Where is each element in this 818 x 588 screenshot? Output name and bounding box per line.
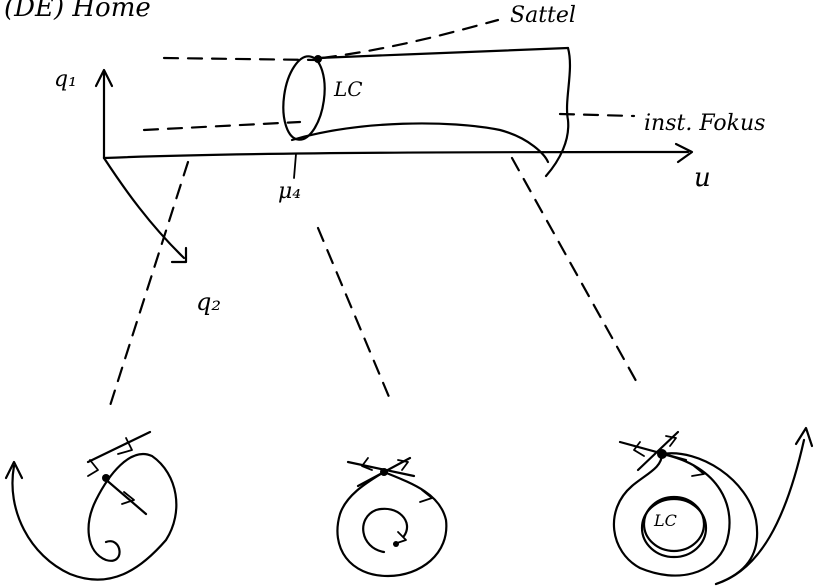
left-spiral: [11, 453, 178, 581]
left-unstable-manifold: [102, 476, 148, 516]
right-saddle-point: [657, 449, 667, 459]
right-arrow-2: [665, 435, 677, 447]
saddle-label: Sattel: [510, 3, 576, 28]
right-outer-arrowhead: [794, 426, 814, 448]
mid-arrow-2: [397, 459, 409, 471]
saddle-leader-dashed: [320, 18, 500, 60]
mid-arrow-1: [361, 457, 373, 471]
phase-portrait-middle: [336, 456, 448, 578]
left-arrow-in-2: [87, 459, 99, 477]
phase-portrait-right: [612, 426, 814, 586]
tube-top-edge: [316, 46, 570, 60]
projection-lines: [106, 156, 642, 414]
limit-cycle-tube: [282, 46, 572, 178]
phase-portrait-left: [4, 430, 178, 581]
mid-focus-point: [393, 541, 399, 547]
left-stable-manifold: [86, 430, 152, 464]
left-arrow-in-1: [117, 437, 133, 455]
focus-leader-dashed: [558, 112, 636, 118]
projection-middle: [316, 226, 394, 406]
right-outer-spiral: [714, 438, 806, 586]
u-axis-arrowhead: [674, 142, 694, 164]
right-limit-cycle-shadow: [640, 497, 708, 559]
left-arrow-out: [121, 491, 135, 505]
tube-end-edge: [544, 46, 572, 178]
mid-orbit: [336, 470, 448, 578]
q2-axis: [102, 156, 186, 260]
q2-axis-arrowhead: [170, 246, 188, 264]
lc-ellipse: [282, 55, 326, 141]
u-label: u: [694, 163, 711, 193]
mid-saddle-point: [380, 468, 388, 476]
q1-label: q₁: [54, 67, 77, 92]
mu-tick: [293, 153, 297, 179]
tube-bottom-edge: [290, 122, 550, 164]
focus-branch-dashed: [142, 120, 302, 132]
q2-label: q₂: [196, 288, 221, 316]
projection-right: [510, 156, 642, 390]
q1-axis-arrowhead: [94, 68, 114, 88]
lc-label-bottom: LC: [653, 511, 677, 530]
header-text: (DE) Home: [4, 0, 151, 23]
right-arrow-3: [691, 465, 705, 477]
right-arrow-1: [633, 441, 645, 457]
mid-stable-manifold: [346, 460, 416, 478]
mid-arrow-3: [419, 489, 433, 503]
dashed-branches: [142, 18, 636, 132]
left-spiral-arrowhead: [4, 460, 24, 480]
mu-label: μ₄: [278, 179, 301, 204]
u-axis: [102, 150, 690, 160]
fokus-label: inst. Fokus: [644, 111, 765, 136]
axes: [94, 68, 694, 264]
mid-inner-spiral: [362, 507, 409, 554]
saddle-branch-dashed: [162, 56, 320, 62]
projection-left: [106, 160, 190, 414]
right-limit-cycle: [642, 495, 706, 553]
left-saddle-point: [102, 474, 110, 482]
right-outer-orbit: [612, 452, 731, 577]
lc-label-top: LC: [333, 77, 363, 101]
